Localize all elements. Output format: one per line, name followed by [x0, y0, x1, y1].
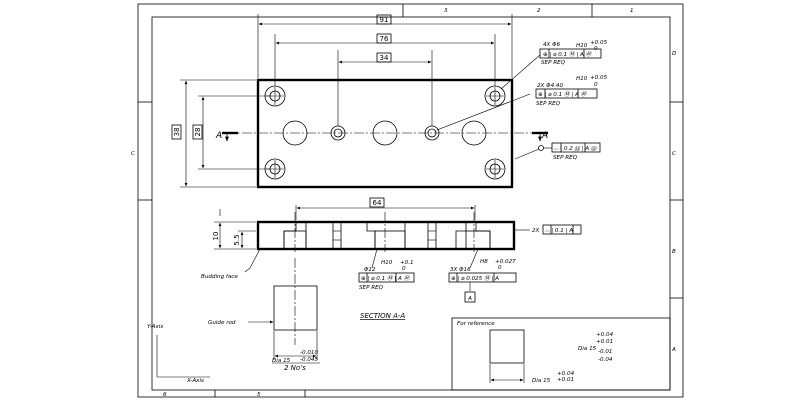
bore-callout-12: H10 +0.1 0 Φ12 ⊕ | ⌀ 0.1 Ⓜ | A Ⓜ SEP REQ	[358, 248, 415, 291]
svg-text:+0.1: +0.1	[400, 260, 414, 266]
svg-text:+0.01: +0.01	[596, 339, 613, 345]
zone-col-1: 1	[630, 8, 634, 14]
svg-text:Dia 15: Dia 15	[532, 378, 551, 384]
svg-text:Φ12: Φ12	[364, 267, 376, 273]
dim-38: 38	[173, 128, 181, 137]
section-mark-left: A	[215, 131, 222, 141]
zone-row-b: B	[672, 249, 676, 255]
guide-rod-qty: 2 No's	[284, 364, 306, 372]
zone-col-2: 2	[537, 8, 541, 14]
guide-rod-outline	[273, 285, 318, 331]
svg-text:-0.010: -0.010	[300, 350, 318, 356]
section-mark-right: A	[541, 131, 548, 141]
corner-hole	[484, 158, 506, 180]
profile-callout: ⌓ | 0.2 Ⓜ | A Ⓜ SEP REQ	[514, 142, 601, 161]
dim-91: 91	[380, 16, 389, 24]
dim-28: 28	[194, 128, 202, 137]
dim-64: 64	[373, 199, 382, 207]
svg-text:+0.04: +0.04	[557, 371, 575, 377]
reference-part	[489, 329, 525, 364]
reference-title: For reference	[457, 321, 495, 327]
gdt-frame: ⊕ | ⌀ 0.025 Ⓜ | A	[451, 275, 499, 282]
plate-outline	[256, 78, 514, 189]
bore-hole	[372, 120, 398, 146]
guide-rod-label: Guide rod	[208, 320, 236, 326]
svg-text:2X: 2X	[532, 228, 540, 234]
gdt-frame: ⌓ | 0.2 Ⓜ | A Ⓜ	[554, 146, 597, 152]
svg-text:-0.04: -0.04	[598, 357, 613, 363]
svg-text:+0.01: +0.01	[557, 377, 574, 383]
svg-text:3X Φ16: 3X Φ16	[450, 267, 471, 273]
bore-hole	[461, 120, 487, 146]
bore-hole	[282, 120, 308, 146]
svg-text:2X Φ4.40: 2X Φ4.40	[537, 83, 563, 89]
datum-a: A	[467, 296, 472, 302]
axes-indicator: Y-Axis X-Axis	[147, 324, 210, 384]
top-view: 91 76 34 38 28 A A 4X Φ6	[171, 14, 608, 189]
svg-text:H10: H10	[576, 76, 588, 82]
svg-text:0: 0	[594, 82, 598, 88]
y-axis-label: Y-Axis	[147, 324, 163, 330]
zone-row-left-c: C	[131, 151, 135, 157]
svg-text:SEP REQ: SEP REQ	[553, 155, 578, 161]
corner-hole	[484, 85, 506, 107]
svg-text:H10: H10	[576, 43, 588, 49]
zone-row-a: A	[671, 347, 676, 353]
dim-5-5: 5.5	[233, 234, 241, 245]
gdt-frame: ⊕ | ⌀ 0.1 Ⓜ | A Ⓜ	[361, 275, 411, 282]
bore-callout-16: H8 +0.027 0 3X Φ16 ⊕ | ⌀ 0.025 Ⓜ | A A	[448, 248, 517, 303]
inner-frame	[151, 16, 671, 391]
guide-rod-dia: Dia 15	[272, 358, 291, 364]
svg-text:SEP REQ: SEP REQ	[541, 60, 566, 66]
svg-text:-0.01: -0.01	[598, 349, 612, 355]
dim-34: 34	[380, 54, 389, 62]
svg-text:0: 0	[498, 265, 502, 271]
dim-10: 10	[212, 232, 220, 241]
section-title: SECTION A-A	[360, 312, 405, 320]
svg-text:SEP REQ: SEP REQ	[536, 101, 561, 107]
reference-box: For reference Dia 15 +0.04 +0.01 Dia 15 …	[451, 317, 671, 391]
svg-text:+0.05: +0.05	[590, 75, 608, 81]
zone-col-6: 6	[163, 392, 167, 398]
zone-col-5: 5	[257, 392, 261, 398]
svg-text:H8: H8	[480, 259, 488, 265]
svg-text:0: 0	[402, 266, 406, 272]
butting-face-label: Budding face	[201, 274, 238, 280]
zone-row-d: D	[672, 51, 677, 57]
svg-text:-0.045: -0.045	[300, 357, 318, 363]
svg-text:+0.027: +0.027	[495, 259, 516, 265]
guide-rod-view: Budding face Guide rod Dia 15 -0.010 -0.…	[201, 248, 320, 372]
hole-callout-4x: 4X Φ6 H10 +0.05 0 ⊕ | ⌀ 0.1 Ⓜ | A Ⓜ SEP …	[500, 40, 608, 90]
dim-76: 76	[380, 35, 389, 43]
svg-text:+0.04: +0.04	[596, 332, 614, 338]
x-axis-label: X-Axis	[186, 378, 204, 384]
section-view: 64 10 5.5 2X ⌓ | 0.1 | A H10 +0.1 0 Φ12	[212, 197, 582, 320]
gdt-frame: ⊕ | ⌀ 0.1 Ⓜ | A Ⓜ	[543, 51, 593, 58]
zone-row-c: C	[672, 151, 676, 157]
flatness-callout: 2X ⌓ | 0.1 | A	[514, 224, 582, 235]
svg-text:+0.05: +0.05	[590, 40, 608, 46]
svg-text:Dia 15: Dia 15	[578, 346, 597, 352]
zone-col-3: 3	[444, 8, 448, 14]
svg-text:SEP REQ: SEP REQ	[359, 285, 384, 291]
svg-text:4X Φ6: 4X Φ6	[543, 42, 561, 48]
gdt-frame: ⊕ | ⌀ 0.1 Ⓜ | A Ⓜ	[538, 91, 588, 98]
gdt-frame: ⌓ | 0.1 | A	[545, 228, 573, 234]
drawing-border: 3 2 1 6 5 C D C B A	[131, 3, 684, 398]
outer-frame	[137, 3, 684, 398]
hole-callout-2x: 2X Φ4.40 H10 +0.05 0 ⊕ | ⌀ 0.1 Ⓜ | A Ⓜ S…	[436, 75, 608, 131]
svg-text:H10: H10	[381, 260, 393, 266]
